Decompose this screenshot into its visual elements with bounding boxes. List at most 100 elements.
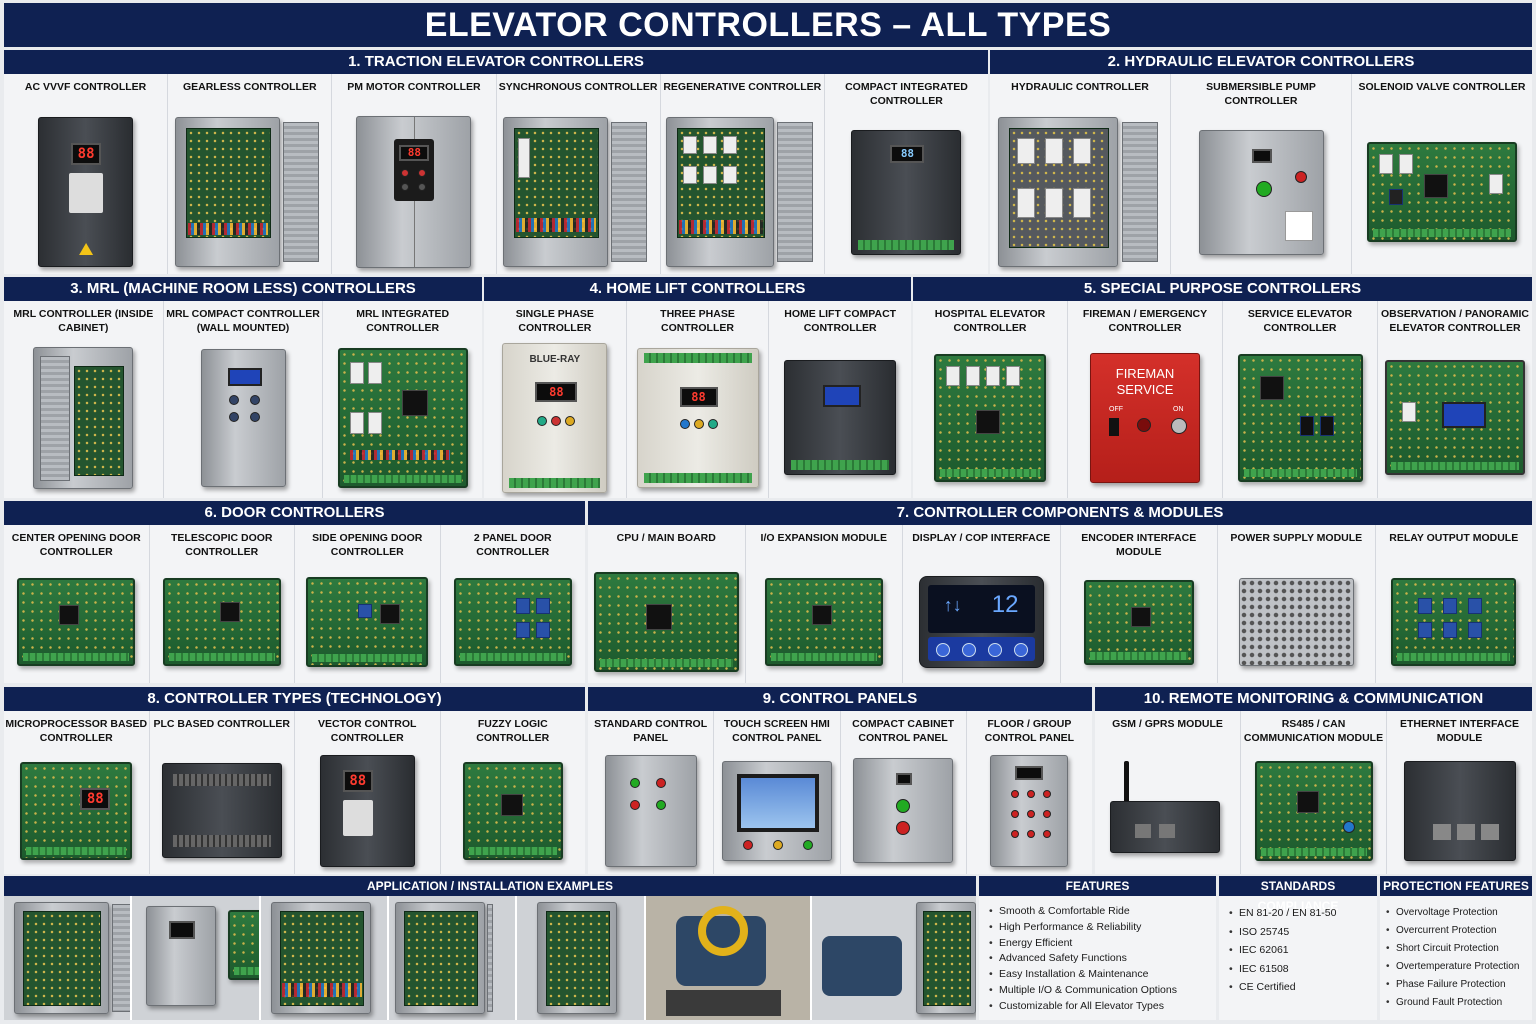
card-touch-hmi[interactable]: TOUCH SCREEN HMI CONTROL PANEL [714,711,841,874]
pcb-image [1367,142,1517,242]
cabinet-image [33,346,134,489]
fireman-line1: FIREMAN [1115,365,1175,381]
protection-title: PROTECTION FEATURES [1380,876,1532,896]
card-2-panel[interactable]: 2 PANEL DOOR CONTROLLER [440,525,585,683]
card-label: SIDE OPENING DOOR CONTROLLER [312,532,423,558]
section-title: 8. CONTROLLER TYPES (TECHNOLOGY) [4,687,585,711]
open-cabinet-image [503,117,653,267]
card-pm-motor[interactable]: PM MOTOR CONTROLLER 88 [332,74,497,274]
card-relay-output[interactable]: RELAY OUTPUT MODULE [1375,525,1532,683]
card-gsm-gprs[interactable]: GSM / GPRS MODULE [1095,711,1241,874]
card-mrl-compact[interactable]: MRL COMPACT CONTROLLER (WALL MOUNTED) [163,301,324,498]
card-encoder-interface[interactable]: ENCODER INTERFACE MODULE [1060,525,1218,683]
card-hospital[interactable]: HOSPITAL ELEVATOR CONTROLLER [913,301,1068,498]
card-mrl-integrated[interactable]: MRL INTEGRATED CONTROLLER [323,301,482,498]
card-label: COMPACT CABINET CONTROL PANEL [852,718,955,744]
card-cpu-main-board[interactable]: CPU / MAIN BOARD [588,525,746,683]
card-fuzzy-logic[interactable]: FUZZY LOGIC CONTROLLER [440,711,585,874]
open-cabinet-image [666,117,818,267]
protection-item: Overcurrent Protection [1386,922,1532,940]
card-label: FIREMAN / EMERGENCY CONTROLLER [1082,308,1208,334]
panel-image [853,758,954,863]
protection-panel: PROTECTION FEATURES Overvoltage Protecti… [1380,876,1532,1020]
card-side-opening[interactable]: SIDE OPENING DOOR CONTROLLER [295,525,441,683]
feature-item: Customizable for All Elevator Types [989,999,1216,1015]
photo-installation-3[interactable] [260,896,387,1020]
card-telescopic[interactable]: TELESCOPIC DOOR CONTROLLER [149,525,295,683]
off-label: OFF [1109,405,1123,413]
card-label: SINGLE PHASE CONTROLLER [515,308,594,334]
card-rs485-can[interactable]: RS485 / CAN COMMUNICATION MODULE [1241,711,1387,874]
card-plc[interactable]: PLC BASED CONTROLLER [149,711,295,874]
card-label: AC VVVF CONTROLLER [24,81,147,93]
cop-display-image: ↑↓ 12 [918,576,1044,668]
pcb-image [337,347,468,488]
arrow-up-down-icon: ↑↓ [943,595,962,615]
card-regenerative[interactable]: REGENERATIVE CONTROLLER [660,74,825,274]
photo-machine-room-2[interactable] [811,896,976,1020]
card-power-supply[interactable]: POWER SUPPLY MODULE [1218,525,1376,683]
card-compact-integrated[interactable]: COMPACT INTEGRATED CONTROLLER 88 [824,74,988,274]
card-label: THREE PHASE CONTROLLER [660,308,735,334]
card-label: SYNCHRONOUS CONTROLLER [498,81,658,93]
card-gearless[interactable]: GEARLESS CONTROLLER [168,74,333,274]
key-switch[interactable] [1171,417,1187,434]
card-compact-cabinet[interactable]: COMPACT CABINET CONTROL PANEL [840,711,967,874]
red-button[interactable] [1137,417,1151,432]
card-standard-panel[interactable]: STANDARD CONTROL PANEL [588,711,715,874]
drive-image: 88 [851,129,962,255]
card-solenoid-valve[interactable]: SOLENOID VALVE CONTROLLER [1352,74,1532,274]
card-hydraulic[interactable]: HYDRAULIC CONTROLLER [990,74,1171,274]
card-label: RS485 / CAN COMMUNICATION MODULE [1243,718,1384,744]
card-display-cop[interactable]: DISPLAY / COP INTERFACE ↑↓ 12 [903,525,1061,683]
photo-installation-1[interactable] [4,896,131,1020]
wall-controller-image [200,348,286,487]
vvvf-drive-image: 88 [38,117,134,267]
digit-display: 88 [342,769,373,792]
card-synchronous[interactable]: SYNCHRONOUS CONTROLLER [496,74,661,274]
section-title: 4. HOME LIFT CONTROLLERS [484,277,911,301]
card-floor-group[interactable]: FLOOR / GROUP CONTROL PANEL [966,711,1092,874]
section-components: 7. CONTROLLER COMPONENTS & MODULES CPU /… [588,501,1532,683]
photo-installation-2[interactable] [132,896,259,1020]
card-io-expansion[interactable]: I/O EXPANSION MODULE [745,525,903,683]
protection-item: Overvoltage Protection [1386,904,1532,922]
hmi-panel-image [721,760,832,861]
card-observation[interactable]: OBSERVATION / PANORAMIC ELEVATOR CONTROL… [1378,301,1532,498]
inverter-image: 88 [319,754,415,867]
card-mrl-cabinet[interactable]: MRL CONTROLLER (INSIDE CABINET) [4,301,164,498]
photo-machine-room-1[interactable] [645,896,810,1020]
photo-installation-4[interactable] [388,896,516,1020]
open-cabinet-image [997,117,1163,267]
card-label: STANDARD CONTROL PANEL [594,718,708,744]
toggle-switch[interactable] [1109,417,1119,436]
keypad [69,173,104,213]
digit-display: 88 [890,144,925,163]
photo-installation-5[interactable] [517,896,644,1020]
section-door: 6. DOOR CONTROLLERS CENTER OPENING DOOR … [4,501,585,683]
card-three-phase[interactable]: THREE PHASE CONTROLLER 88 [626,301,770,498]
closed-cabinet-image: 88 [356,116,472,268]
standard-item: ISO 25745 [1229,923,1377,942]
card-label: TELESCOPIC DOOR CONTROLLER [170,532,273,558]
page-title: ELEVATOR CONTROLLERS – ALL TYPES [4,3,1532,47]
card-label: SERVICE ELEVATOR CONTROLLER [1247,308,1353,334]
protection-item: Phase Failure Protection [1386,976,1532,994]
card-ethernet[interactable]: ETHERNET INTERFACE MODULE [1387,711,1532,874]
card-label: OBSERVATION / PANORAMIC ELEVATOR CONTROL… [1381,308,1529,334]
card-center-opening[interactable]: CENTER OPENING DOOR CONTROLLER [4,525,150,683]
card-submersible-pump[interactable]: SUBMERSIBLE PUMP CONTROLLER [1171,74,1352,274]
open-cabinet-image [174,117,325,267]
standard-item: CE Certified [1229,978,1377,997]
card-service-elevator[interactable]: SERVICE ELEVATOR CONTROLLER [1223,301,1378,498]
pcb-image [453,578,572,666]
card-home-lift-compact[interactable]: HOME LIFT COMPACT CONTROLLER [769,301,911,498]
card-ac-vvvf[interactable]: AC VVVF CONTROLLER 88 [4,74,169,274]
plc-image [161,763,282,858]
feature-item: Advanced Safety Functions [989,951,1216,967]
card-single-phase[interactable]: SINGLE PHASE CONTROLLER BLUE-RAY 88 [484,301,627,498]
